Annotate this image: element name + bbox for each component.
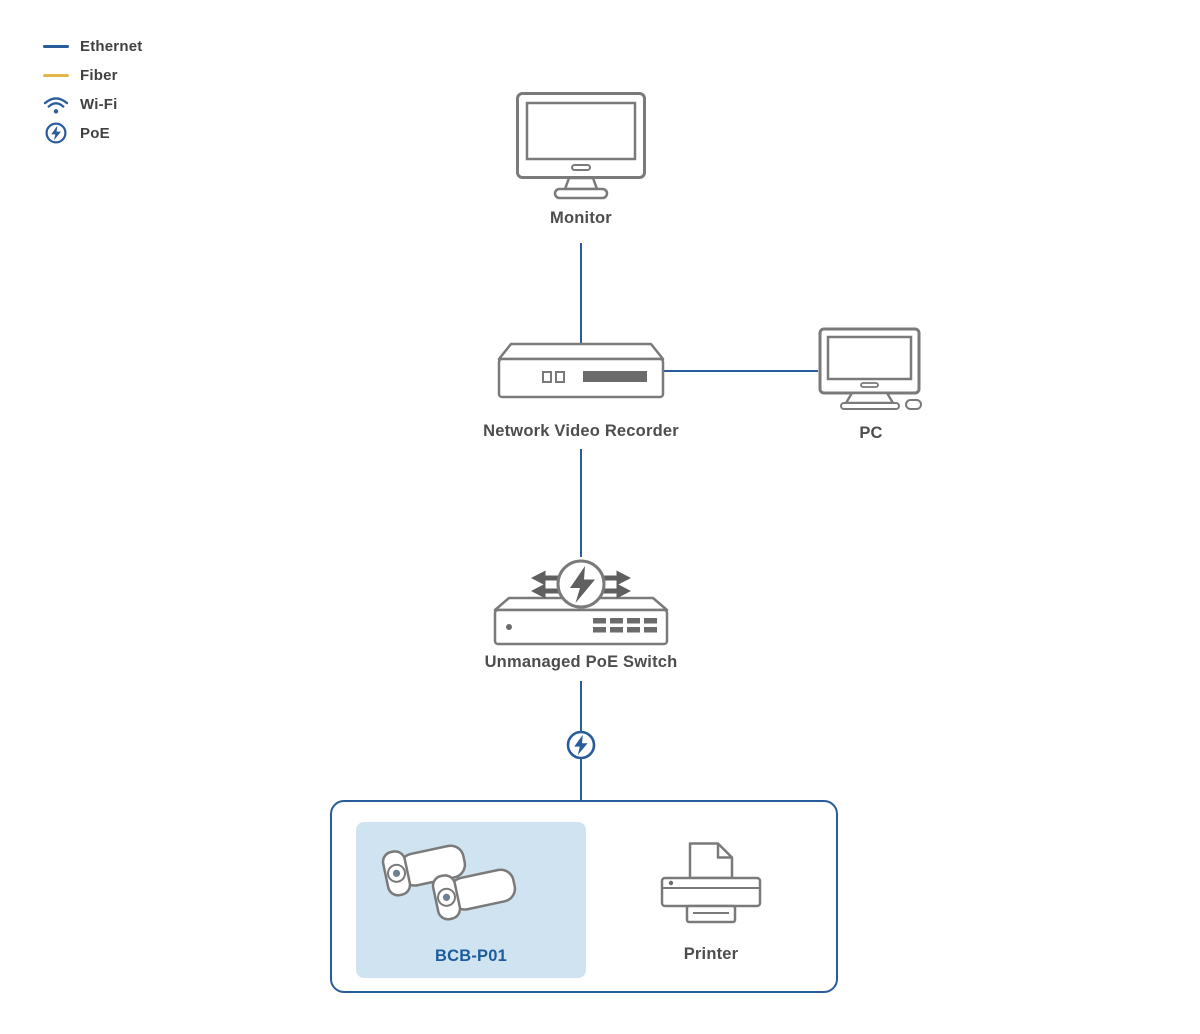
fiber-line-swatch xyxy=(42,73,70,77)
nvr-icon xyxy=(497,342,665,400)
legend-item-fiber: Fiber xyxy=(42,65,142,85)
legend-item-ethernet: Ethernet xyxy=(42,36,142,56)
poe-switch-label: Unmanaged PoE Switch xyxy=(484,653,678,671)
device-group-container: BCB-P01 Printer xyxy=(330,800,838,993)
poe-switch-icon xyxy=(489,556,673,648)
camera-label: BCB-P01 xyxy=(434,947,507,965)
legend-item-wifi: Wi-Fi xyxy=(42,94,142,114)
pc-icon xyxy=(818,327,924,419)
connector-monitor-nvr xyxy=(580,243,582,343)
pc-label: PC xyxy=(859,424,883,442)
legend-item-poe: PoE xyxy=(42,122,142,144)
legend: Ethernet Fiber Wi-Fi xyxy=(42,36,142,144)
poe-icon xyxy=(42,122,70,144)
legend-label-fiber: Fiber xyxy=(80,66,118,84)
ethernet-line-swatch xyxy=(42,44,70,48)
wifi-icon xyxy=(42,93,70,115)
connector-nvr-switch xyxy=(580,449,582,557)
camera-highlight-card: BCB-P01 xyxy=(356,822,586,978)
printer-icon xyxy=(660,842,762,930)
connector-nvr-pc xyxy=(664,370,818,372)
camera-icon xyxy=(368,838,538,934)
poe-badge-icon xyxy=(565,729,597,761)
legend-label-poe: PoE xyxy=(80,124,110,142)
printer-label: Printer xyxy=(683,945,739,963)
legend-label-wifi: Wi-Fi xyxy=(80,95,118,113)
monitor-label: Monitor xyxy=(550,209,612,227)
nvr-label: Network Video Recorder xyxy=(483,422,679,440)
monitor-icon xyxy=(516,92,646,204)
legend-label-ethernet: Ethernet xyxy=(80,37,143,55)
